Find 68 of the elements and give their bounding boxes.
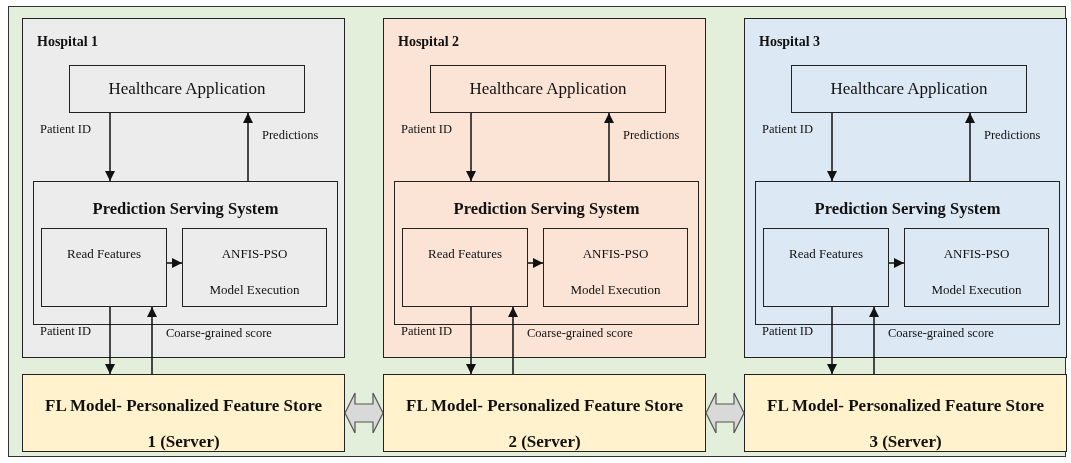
- panel-title: Hospital 1: [37, 34, 99, 50]
- box-title: Prediction Serving System: [452, 199, 641, 219]
- box-label: Healthcare Application: [829, 79, 989, 99]
- box-label: ANFIS-PSO: [220, 246, 289, 262]
- box-label: Read Features: [66, 246, 142, 262]
- box-label: Healthcare Application: [107, 79, 267, 99]
- process-box: [904, 228, 1049, 307]
- edge-label: Patient ID: [40, 122, 92, 136]
- box-label: FL Model- Personalized Feature Store 3 (Server): [766, 395, 1045, 453]
- system-box: [33, 181, 338, 325]
- arrow: [869, 306, 879, 375]
- hospital-panel: [744, 18, 1067, 358]
- edge-label: Predictions: [262, 128, 319, 142]
- arrow: [466, 306, 476, 375]
- edge-label: Patient ID: [762, 122, 814, 136]
- box-label: Model Execution: [930, 282, 1023, 298]
- arrow: [243, 112, 253, 182]
- arrow: [466, 112, 476, 182]
- edge-label: Predictions: [623, 128, 680, 142]
- process-box: [402, 228, 528, 307]
- arrow: [527, 258, 544, 268]
- box-label: Read Features: [427, 246, 503, 262]
- edge-label: Coarse-grained score: [166, 326, 272, 340]
- box-label: ANFIS-PSO: [581, 246, 650, 262]
- system-box: [394, 181, 699, 325]
- process-box: [763, 228, 889, 307]
- panel-title: Hospital 2: [398, 34, 460, 50]
- server-box: [22, 374, 345, 452]
- process-box: [182, 228, 327, 307]
- edge-label: Patient ID: [40, 324, 92, 338]
- edge-label: Coarse-grained score: [888, 326, 994, 340]
- arrow: [166, 258, 183, 268]
- hospital-panel: [383, 18, 706, 358]
- hospital-panel: [22, 18, 345, 358]
- box-label: Model Execution: [208, 282, 301, 298]
- box-label: Healthcare Application: [468, 79, 628, 99]
- application-box: [69, 65, 305, 113]
- edge-label: Patient ID: [762, 324, 814, 338]
- server-box: [383, 374, 706, 452]
- application-box: [791, 65, 1027, 113]
- application-box: [430, 65, 666, 113]
- process-box: [41, 228, 167, 307]
- arrow: [827, 112, 837, 182]
- system-box: [755, 181, 1060, 325]
- box-label: FL Model- Personalized Feature Store 2 (Server): [405, 395, 684, 453]
- edge-label: Patient ID: [401, 324, 453, 338]
- edge-label: Predictions: [984, 128, 1041, 142]
- process-box: [543, 228, 688, 307]
- edge-label: Patient ID: [401, 122, 453, 136]
- arrow: [105, 306, 115, 375]
- box-label: ANFIS-PSO: [942, 246, 1011, 262]
- arrow: [508, 306, 518, 375]
- arrow: [147, 306, 157, 375]
- box-title: Prediction Serving System: [91, 199, 280, 219]
- panel-title: Hospital 3: [759, 34, 821, 50]
- double-arrow: [344, 392, 384, 434]
- arrow: [965, 112, 975, 182]
- box-label: Read Features: [788, 246, 864, 262]
- arrow: [827, 306, 837, 375]
- box-label: FL Model- Personalized Feature Store 1 (Server): [44, 395, 323, 453]
- arrow: [105, 112, 115, 182]
- box-title: Prediction Serving System: [813, 199, 1002, 219]
- server-box: [744, 374, 1067, 452]
- arrow: [604, 112, 614, 182]
- box-label: Model Execution: [569, 282, 662, 298]
- arrow: [888, 258, 905, 268]
- edge-label: Coarse-grained score: [527, 326, 633, 340]
- double-arrow: [705, 392, 745, 434]
